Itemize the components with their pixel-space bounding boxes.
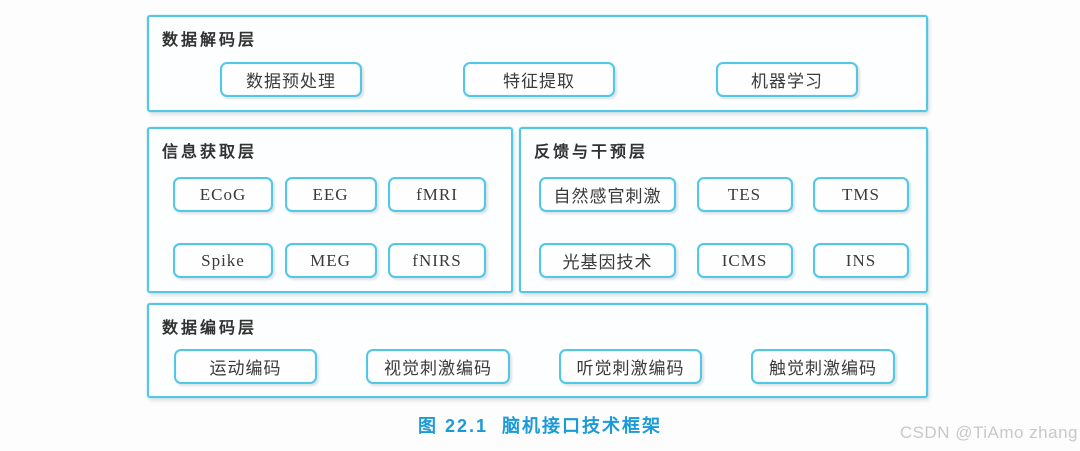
layer-box-data-encoding: 数据编码层 运动编码 视觉刺激编码 听觉刺激编码 触觉刺激编码 <box>147 303 928 398</box>
figure-title: 脑机接口技术框架 <box>502 416 663 436</box>
node-ecog: ECoG <box>173 177 273 212</box>
node-auditory-stimulus-encoding: 听觉刺激编码 <box>559 349 702 384</box>
layer-title-information-acquisition: 信息获取层 <box>162 144 258 161</box>
node-icms: ICMS <box>696 243 793 278</box>
csdn-watermark: CSDN @TiAmo zhang <box>899 423 1078 442</box>
layer-title-data-encoding: 数据编码层 <box>162 320 258 337</box>
node-optogenetics: 光基因技术 <box>539 243 676 278</box>
feedback-node-row-2: 光基因技术 ICMS INS <box>539 243 909 278</box>
feedback-node-row-1: 自然感官刺激 TES TMS <box>539 177 909 212</box>
figure-caption: 图 22.1 脑机接口技术框架 <box>0 412 1080 438</box>
node-fmri: fMRI <box>388 177 486 212</box>
layer-box-information-acquisition: 信息获取层 ECoG EEG fMRI Spike MEG fNIRS <box>147 127 513 293</box>
node-data-preprocessing: 数据预处理 <box>220 62 362 97</box>
node-ins: INS <box>813 243 909 278</box>
node-meg: MEG <box>284 243 377 278</box>
layer-title-data-decoding: 数据解码层 <box>162 32 258 49</box>
layer-box-data-decoding: 数据解码层 数据预处理 特征提取 机器学习 <box>147 15 928 112</box>
layer-box-feedback-intervention: 反馈与干预层 自然感官刺激 TES TMS 光基因技术 ICMS INS <box>519 127 928 293</box>
layer-title-feedback-intervention: 反馈与干预层 <box>534 144 649 161</box>
node-natural-sensory-stimulation: 自然感官刺激 <box>539 177 676 212</box>
node-motion-encoding: 运动编码 <box>174 349 317 384</box>
node-tes: TES <box>696 177 793 212</box>
figure-number: 图 22.1 <box>417 416 489 436</box>
node-feature-extraction: 特征提取 <box>463 62 615 97</box>
acquisition-node-row-1: ECoG EEG fMRI <box>173 177 486 212</box>
encoding-node-row: 运动编码 视觉刺激编码 听觉刺激编码 触觉刺激编码 <box>174 349 895 384</box>
node-visual-stimulus-encoding: 视觉刺激编码 <box>366 349 510 384</box>
decoding-node-row: 数据预处理 特征提取 机器学习 <box>220 62 858 97</box>
node-fnirs: fNIRS <box>388 243 486 278</box>
node-machine-learning: 机器学习 <box>716 62 858 97</box>
node-tactile-stimulus-encoding: 触觉刺激编码 <box>751 349 895 384</box>
node-tms: TMS <box>813 177 909 212</box>
acquisition-node-row-2: Spike MEG fNIRS <box>173 243 486 278</box>
node-spike: Spike <box>173 243 273 278</box>
node-eeg: EEG <box>284 177 377 212</box>
